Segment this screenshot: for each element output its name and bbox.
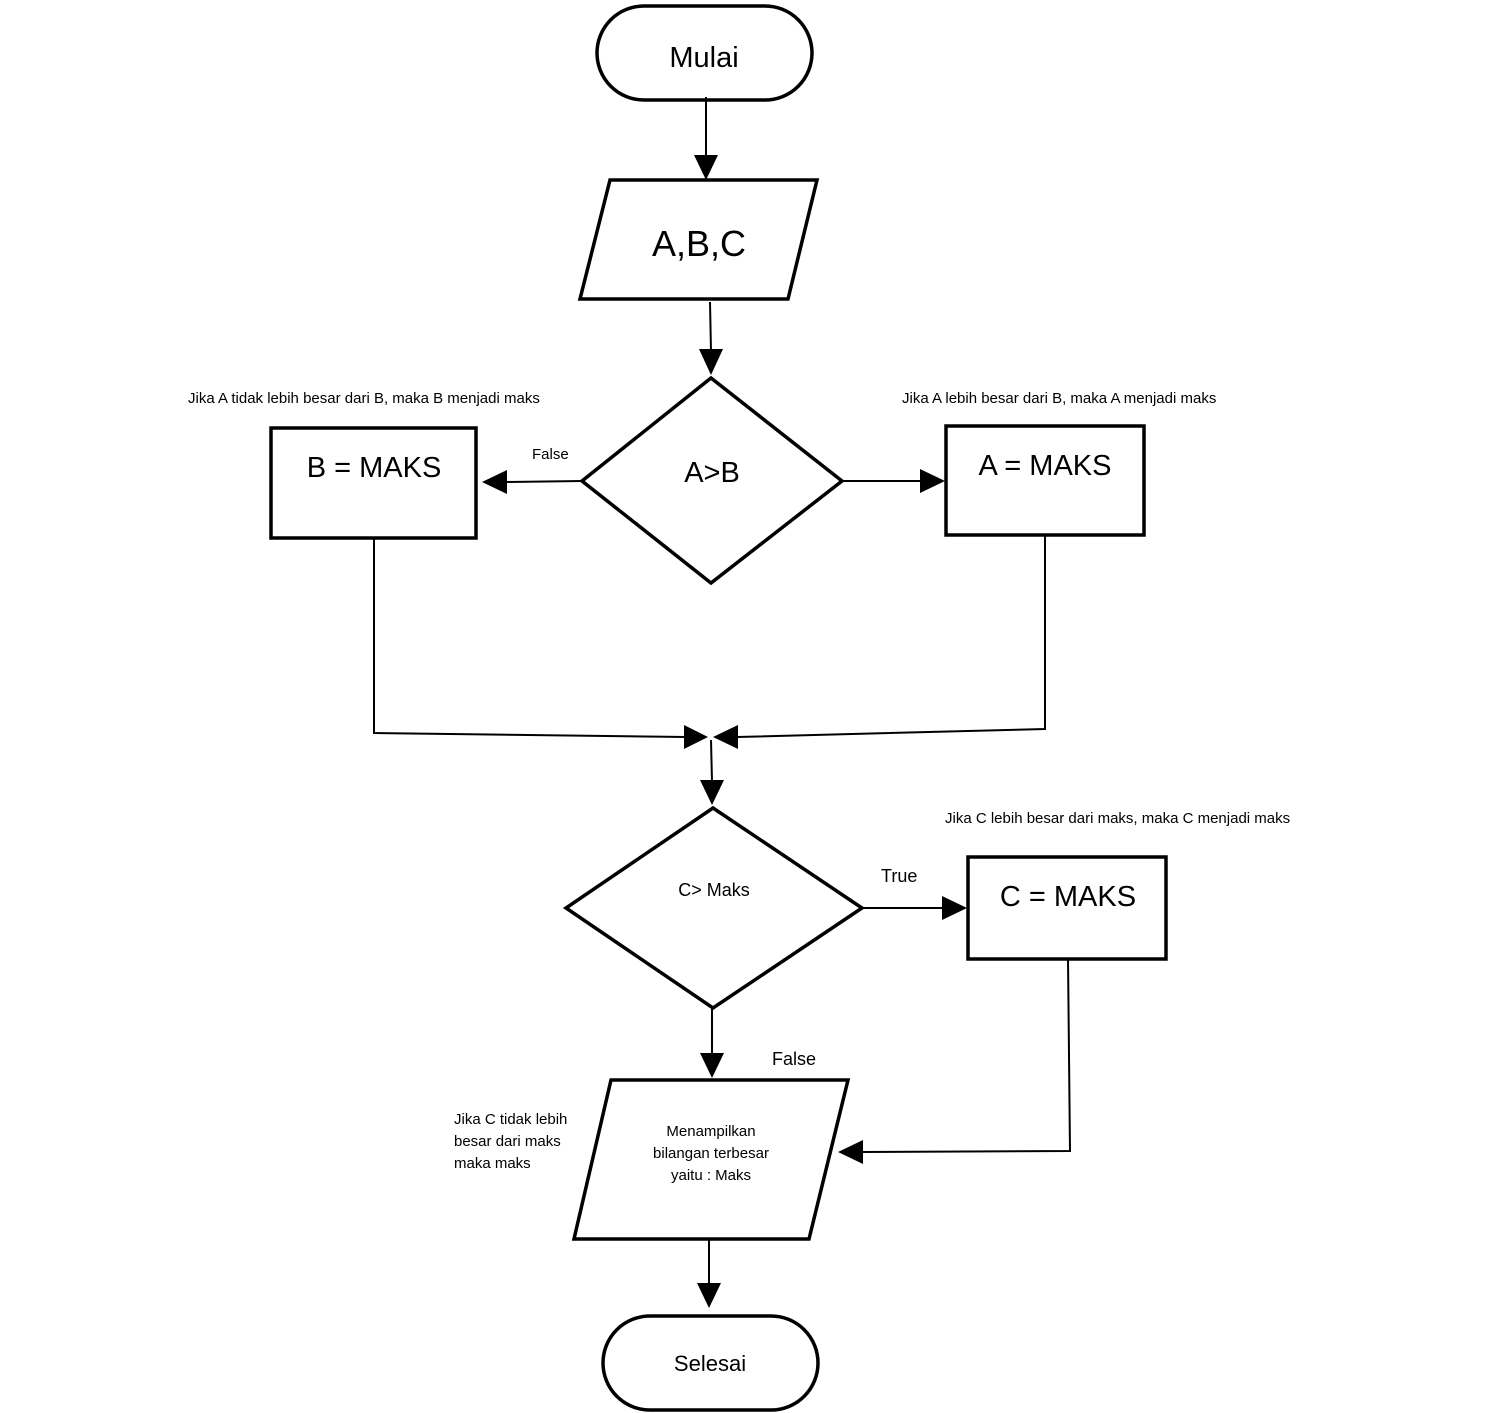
edge-c-maks-output bbox=[861, 958, 1072, 1153]
input-label: A,B,C bbox=[652, 223, 746, 264]
note-c-not-max-line-2: besar dari maks bbox=[454, 1133, 561, 1150]
decision-a-gt-b bbox=[579, 375, 845, 586]
arrowhead bbox=[700, 1053, 724, 1078]
decision-c-gt-maks bbox=[562, 805, 866, 1011]
edge-label-false-1: False bbox=[532, 446, 569, 463]
process-c-maks-label: C = MAKS bbox=[1000, 881, 1136, 913]
arrowhead bbox=[697, 1283, 721, 1308]
process-b-maks-label: B = MAKS bbox=[307, 452, 442, 484]
edge-label-false-2: False bbox=[772, 1049, 816, 1069]
edge-decision1-false bbox=[504, 480, 583, 483]
edge-b-maks-merge bbox=[373, 538, 687, 738]
output-line-2: bilangan terbesar bbox=[653, 1145, 769, 1162]
note-c-not-max-line-1: Jika C tidak lebih bbox=[454, 1111, 567, 1128]
arrowhead bbox=[942, 896, 967, 920]
start-terminator bbox=[595, 4, 814, 102]
process-a-maks-label: A = MAKS bbox=[979, 450, 1112, 482]
arrowhead bbox=[920, 469, 945, 493]
note-b-max: Jika A tidak lebih besar dari B, maka B … bbox=[188, 390, 540, 407]
edge-label-true: True bbox=[881, 866, 917, 886]
edge-a-maks-merge bbox=[736, 535, 1046, 738]
note-c-not-max-line-3: maka maks bbox=[454, 1155, 531, 1172]
arrowhead bbox=[699, 349, 723, 375]
edge-input-decision1 bbox=[709, 301, 712, 353]
arrowhead bbox=[713, 725, 738, 749]
arrowhead bbox=[684, 725, 708, 749]
input-parallelogram bbox=[577, 178, 820, 301]
arrowhead bbox=[694, 155, 718, 180]
note-c-max: Jika C lebih besar dari maks, maka C men… bbox=[945, 810, 1290, 827]
start-label: Mulai bbox=[669, 42, 738, 74]
arrowhead bbox=[482, 470, 507, 494]
end-label: Selesai bbox=[674, 1351, 746, 1376]
edge-merge-decision2 bbox=[710, 739, 713, 783]
output-line-3: yaitu : Maks bbox=[671, 1167, 751, 1184]
arrowhead bbox=[700, 780, 724, 805]
process-c-maks bbox=[966, 855, 1168, 961]
output-parallelogram bbox=[571, 1078, 851, 1241]
note-a-max: Jika A lebih besar dari B, maka A menjad… bbox=[902, 390, 1216, 407]
decision-c-gt-maks-label: C> Maks bbox=[678, 880, 750, 900]
output-line-1: Menampilkan bbox=[666, 1123, 755, 1140]
decision-a-gt-b-label: A>B bbox=[684, 457, 740, 489]
arrowhead bbox=[838, 1140, 863, 1164]
end-terminator bbox=[601, 1314, 820, 1412]
